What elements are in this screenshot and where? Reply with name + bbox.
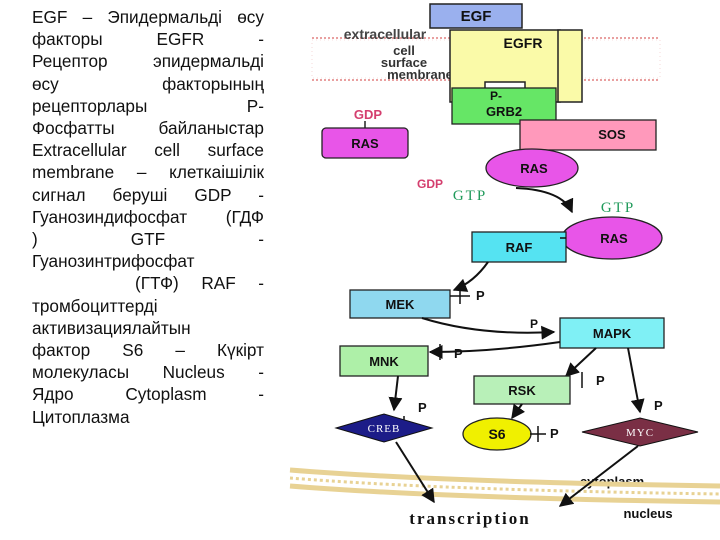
ras-inactive-label: RAS [351,136,379,151]
egf-box [429,3,523,29]
description-line: Цитоплазма [32,406,130,427]
description-line: membrane – клеткаішілік [32,162,264,183]
membrane-label-surface: surface [381,55,427,70]
ras-active-ellipse [485,148,579,188]
mek-box [349,289,451,319]
gdp-label-mid: GDP [417,177,443,191]
egfr-label: EGFR [504,35,543,51]
creb-diamond [334,413,434,443]
egf-label: EGF [461,8,492,25]
sos-box [519,119,657,151]
sos-label: SOS [598,127,626,142]
description-line: Рецептор эпидермальді [32,51,264,72]
extracellular-label: extracellular [344,26,427,42]
membrane-label-membrane: membrane [387,67,453,82]
rsk-label: RSK [508,383,536,398]
egfr-tail [557,29,583,103]
grb2-phospho: P- [490,89,502,103]
description-line: молекуласы Nucleus - [32,362,264,383]
rsk-box [473,375,571,405]
creb-phospho: P [418,400,427,415]
description-line: рецепторлары P- [32,95,264,116]
nuclear-membrane [289,467,720,505]
membrane-label-cell: cell [393,43,415,58]
mapk-to-myc-arrow [627,347,645,414]
rsk-phospho: P [596,373,605,388]
description-line: фактор S6 – Күкірт [32,340,264,361]
mnk-label: MNK [369,354,399,369]
gdp-label-top: GDP [354,107,383,122]
description-line: (ГТФ) RAF - [135,273,264,294]
mapk-label: MAPK [593,326,632,341]
ras-activation-arrow [515,187,574,214]
mapk-phospho: P [530,317,538,331]
grb2-label: GRB2 [486,104,522,119]
description-text: EGF – Эпидермальді өсу факторы EGFR - Ре… [32,6,264,428]
mek-to-mapk-arrow [421,317,556,340]
grb2-box [451,87,557,125]
s6-label: S6 [488,426,505,442]
description-line: EGF – Эпидермальді өсу [32,7,264,27]
gtp-label-right: GTP [601,200,635,216]
myc-to-transcription-arrow [558,445,639,507]
description-line: факторы EGFR - [32,29,264,50]
mapk-to-mnk-arrow [428,341,561,359]
description-line: Ядро Cytoplasm - [32,384,264,405]
gtp-label-left: GTP [453,188,487,204]
description-line: ) GTF - [32,229,264,250]
raf-box [471,231,567,263]
s6-phospho: P [550,426,559,441]
mek-phospho: P [476,288,485,303]
transcription-label: transcription [409,509,530,528]
description-line: Гуанозинтрифосфат [32,251,195,272]
description-line: сигнал беруші GDP - [32,184,264,205]
description-line: Гуанозиндифосфат (ГДФ [32,206,264,227]
description-line: өсу факторының [32,73,264,94]
ras-inactive-box [321,127,409,159]
myc-diamond [581,417,699,447]
rsk-to-s6-arrow [511,403,526,420]
description-line: Фосфатты байланыстар [32,118,264,139]
mek-label: MEK [386,297,416,312]
mapk-box [559,317,665,349]
nucleus-label: nucleus [623,506,672,521]
creb-to-transcription-arrow [395,441,435,504]
myc-phospho: P [654,398,663,413]
raf-to-mek-arrow [452,261,489,292]
raf-label: RAF [506,240,533,255]
creb-label: CREB [368,423,401,435]
description-line: Extracellular cell surface [32,140,264,161]
mnk-box [339,345,429,377]
egfr-signaling-pathway-diagram: EGF extracellular cell surface membrane … [289,3,720,528]
description-line: тромбоциттерді [32,295,158,316]
mnk-to-creb-arrow [388,375,403,412]
description-line: активизациялайтын [32,317,191,338]
mapk-to-rsk-arrow [564,347,597,377]
ras-gtp-label: RAS [600,231,628,246]
ras-active-label: RAS [520,161,548,176]
myc-label: MYC [626,427,654,439]
mnk-phospho: P [454,346,463,361]
